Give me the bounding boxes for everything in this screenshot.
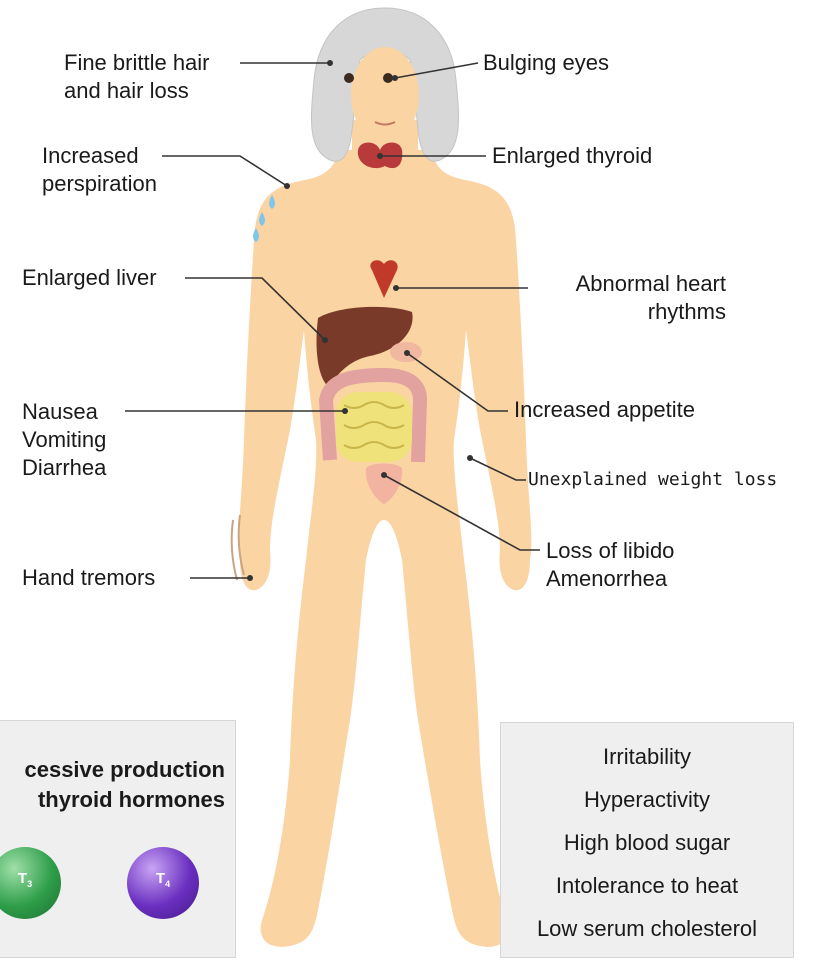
dot-heart bbox=[393, 285, 399, 291]
dot-liver bbox=[322, 337, 328, 343]
label-perspiration: Increased perspiration bbox=[42, 142, 157, 198]
t3-hormone-icon: T3 bbox=[0, 847, 61, 919]
dot-tremors bbox=[247, 575, 253, 581]
label-gi: Nausea Vomiting Diarrhea bbox=[22, 398, 106, 482]
dot-gi bbox=[342, 408, 348, 414]
label-heart-line-2: rhythms bbox=[528, 298, 726, 326]
dot-thyroid bbox=[377, 153, 383, 159]
label-gi-line-1: Nausea bbox=[22, 398, 106, 426]
hormone-panel-title-line-1: cessive production bbox=[0, 755, 225, 785]
symptom-list-item: Low serum cholesterol bbox=[501, 907, 793, 950]
label-heart-line-1: Abnormal heart bbox=[528, 270, 726, 298]
hormone-panel-title: cessive production thyroid hormones bbox=[0, 755, 225, 815]
dot-weight bbox=[467, 455, 473, 461]
face bbox=[351, 47, 419, 143]
label-liver: Enlarged liver bbox=[22, 264, 157, 292]
label-appetite: Increased appetite bbox=[514, 396, 695, 424]
label-perspiration-line-1: Increased bbox=[42, 142, 157, 170]
left-eye bbox=[344, 73, 354, 83]
dot-libido bbox=[381, 472, 387, 478]
right-eye bbox=[383, 73, 393, 83]
label-hair-line-1: Fine brittle hair bbox=[64, 49, 210, 77]
dot-eyes bbox=[392, 75, 398, 81]
label-gi-line-3: Diarrhea bbox=[22, 454, 106, 482]
label-hair-line-2: and hair loss bbox=[64, 77, 210, 105]
symptom-list-panel: Irritability Hyperactivity High blood su… bbox=[500, 722, 794, 958]
label-libido-line-2: Amenorrhea bbox=[546, 565, 674, 593]
hormone-panel: cessive production thyroid hormones T3 T… bbox=[0, 720, 236, 958]
t4-subscript: 4 bbox=[165, 879, 170, 889]
label-gi-line-2: Vomiting bbox=[22, 426, 106, 454]
symptom-list-item: High blood sugar bbox=[501, 821, 793, 864]
label-heart: Abnormal heart rhythms bbox=[528, 270, 726, 326]
t4-hormone-icon: T4 bbox=[127, 847, 199, 919]
symptom-list-item: Hyperactivity bbox=[501, 778, 793, 821]
dot-perspiration bbox=[284, 183, 290, 189]
t3-subscript: 3 bbox=[27, 879, 32, 889]
dot-appetite bbox=[404, 350, 410, 356]
t4-symbol: T bbox=[156, 870, 165, 887]
hormone-panel-title-line-2: thyroid hormones bbox=[0, 785, 225, 815]
symptom-list-item: Irritability bbox=[501, 735, 793, 778]
symptom-list: Irritability Hyperactivity High blood su… bbox=[501, 735, 793, 950]
label-tremors: Hand tremors bbox=[22, 564, 155, 592]
label-thyroid: Enlarged thyroid bbox=[492, 142, 652, 170]
label-hair: Fine brittle hair and hair loss bbox=[64, 49, 210, 105]
leader-perspiration bbox=[162, 156, 287, 186]
t3-symbol: T bbox=[18, 870, 27, 887]
label-perspiration-line-2: perspiration bbox=[42, 170, 157, 198]
label-eyes: Bulging eyes bbox=[483, 49, 609, 77]
dot-hair bbox=[327, 60, 333, 66]
label-weight: Unexplained weight loss bbox=[528, 466, 777, 494]
symptom-list-item: Intolerance to heat bbox=[501, 864, 793, 907]
label-libido: Loss of libido Amenorrhea bbox=[546, 537, 674, 593]
label-libido-line-1: Loss of libido bbox=[546, 537, 674, 565]
